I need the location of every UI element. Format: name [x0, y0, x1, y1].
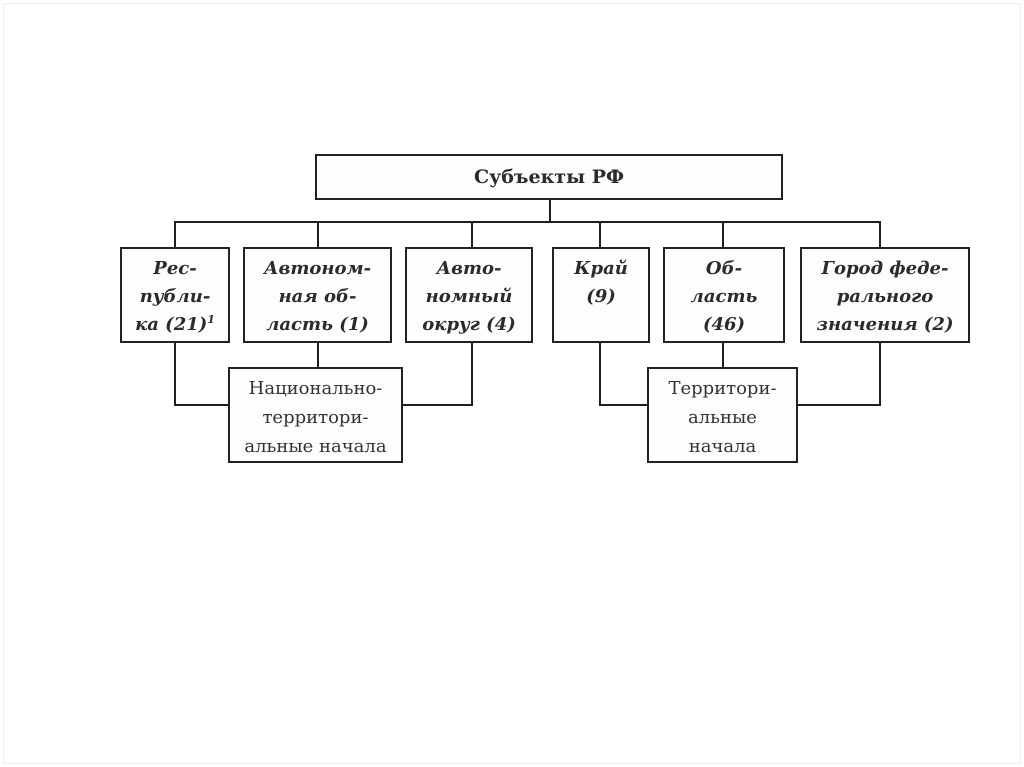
connector-root-drop	[549, 200, 551, 222]
node-autonomous-okrug-line-3: округ (4)	[422, 314, 516, 335]
node-oblast-line-1: Об-	[705, 258, 743, 279]
node-oblast: Об- ласть (46)	[663, 247, 785, 343]
node-autonomous-oblast-line-3: ласть (1)	[266, 314, 369, 335]
connector-autonomous-okrug-down	[471, 343, 473, 406]
connector-drop-federal-city	[879, 221, 881, 247]
connector-drop-autonomous-okrug	[471, 221, 473, 247]
connector-drop-krai	[599, 221, 601, 247]
node-republic-footnote-marker: 1	[207, 313, 215, 326]
node-group-territorial-line-1: Территори-	[668, 378, 777, 399]
node-root-subjects-rf: Субъекты РФ	[315, 154, 783, 200]
connector-drop-autonomous-oblast	[317, 221, 319, 247]
connector-drop-oblast	[722, 221, 724, 247]
node-krai: Край (9)	[552, 247, 650, 343]
node-autonomous-okrug-line-1: Авто-	[436, 258, 502, 279]
node-krai-line-1: Край	[574, 258, 628, 279]
node-krai-line-2: (9)	[586, 286, 616, 307]
connector-republic-into-group	[174, 404, 230, 406]
node-group-national-territorial-line-2: территори-	[262, 407, 369, 428]
node-oblast-line-2: ласть	[690, 286, 758, 307]
node-group-national-territorial: Национально- территори- альные начала	[228, 367, 403, 463]
node-group-national-territorial-line-1: Национально-	[248, 378, 383, 399]
node-group-territorial: Территори- альные начала	[647, 367, 798, 463]
node-autonomous-oblast-line-2: ная об-	[278, 286, 357, 307]
connector-oblast-into-group	[722, 343, 724, 367]
node-federal-city-line-3: значения (2)	[816, 314, 954, 335]
node-oblast-line-3: (46)	[702, 314, 746, 335]
connector-drop-republic	[174, 221, 176, 247]
node-federal-city-line-1: Город феде-	[821, 258, 949, 279]
node-autonomous-oblast: Автоном- ная об- ласть (1)	[243, 247, 392, 343]
connector-autonomous-oblast-into-group	[317, 343, 319, 367]
node-republic-line-1: Рес-	[153, 258, 197, 279]
node-root-label: Субъекты РФ	[473, 166, 625, 188]
connector-bus	[174, 221, 881, 223]
connector-autonomous-okrug-into-group	[403, 404, 473, 406]
connector-federal-city-into-group	[798, 404, 881, 406]
connector-federal-city-down	[879, 343, 881, 406]
node-group-territorial-line-2: альные	[688, 407, 757, 428]
node-republic: Рес- публи- ка (21)1	[120, 247, 230, 343]
node-federal-city: Город феде- рального значения (2)	[800, 247, 970, 343]
node-republic-line-3: ка (21)	[135, 314, 208, 335]
slide-frame	[3, 3, 1021, 764]
node-group-national-territorial-line-3: альные начала	[244, 436, 387, 457]
node-federal-city-line-2: рального	[836, 286, 934, 307]
connector-republic-down	[174, 343, 176, 406]
node-group-territorial-line-3: начала	[688, 436, 757, 457]
connector-krai-down	[599, 343, 601, 406]
node-autonomous-oblast-line-1: Автоном-	[263, 258, 372, 279]
node-autonomous-okrug: Авто- номный округ (4)	[405, 247, 533, 343]
node-autonomous-okrug-line-2: номный	[425, 286, 513, 307]
connector-krai-into-group	[599, 404, 647, 406]
node-republic-line-2: публи-	[139, 286, 211, 307]
